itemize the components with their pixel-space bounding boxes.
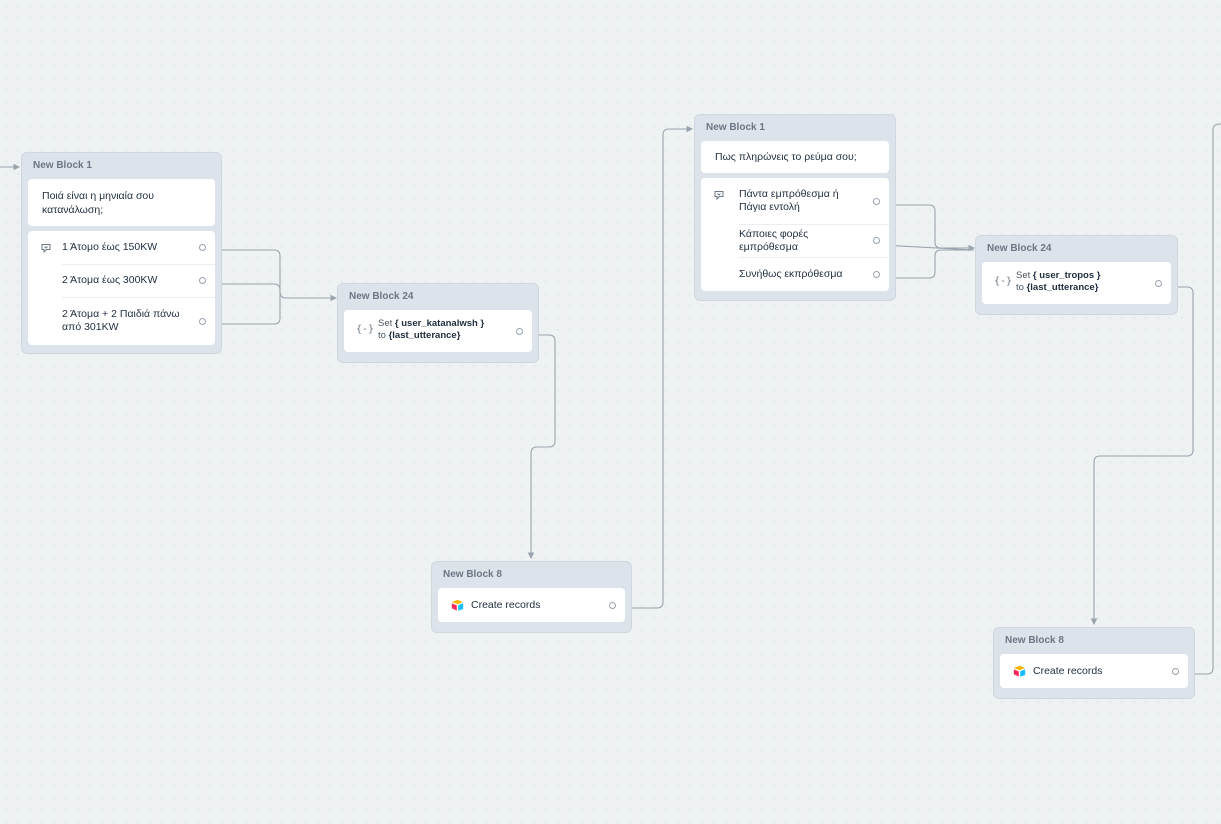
choice-option[interactable]: Κάποιες φορές εμπρόθεσμα [701, 224, 889, 257]
block-title: New Block 24 [987, 243, 1052, 254]
connector-b8a-b1b [617, 125, 694, 609]
choice-label: 2 Άτομα + 2 Παιδιά πάνω από 301KW [62, 308, 180, 333]
choice-label: Πάντα εμπρόθεσμα ή Πάγια εντολή [739, 188, 839, 213]
airtable-icon [1013, 665, 1026, 677]
set-keyword: Set [378, 318, 393, 329]
block-title: New Block 1 [706, 122, 765, 133]
block-title: New Block 24 [349, 291, 414, 302]
connector-b24a-b8a [524, 334, 556, 560]
choice-option[interactable]: 2 Άτομα έως 300KW [28, 264, 215, 297]
choice-port[interactable] [873, 270, 880, 278]
speak-step[interactable]: Πως πληρώνεις το ρεύμα σου; [701, 141, 889, 173]
choice-port[interactable] [199, 244, 206, 251]
choice-port[interactable] [199, 317, 206, 325]
block-title: New Block 1 [33, 160, 92, 171]
choice-port[interactable] [873, 197, 880, 205]
create-records-step[interactable]: Create records [1000, 654, 1188, 688]
choice-step[interactable]: 1 Άτομο έως 150KW 2 Άτομα έως 300KW 2 Άτ… [28, 231, 215, 345]
speak-text: Πως πληρώνεις το ρεύμα σου; [715, 151, 857, 163]
block-title: New Block 8 [1005, 635, 1064, 646]
choice-step[interactable]: Πάντα εμπρόθεσμα ή Πάγια εντολή Κάποιες … [701, 178, 889, 291]
choice-icon [41, 244, 51, 254]
connector-b24b-b8b [1090, 286, 1194, 626]
choice-port[interactable] [873, 237, 880, 244]
create-records-step[interactable]: Create records [438, 588, 625, 622]
choice-option[interactable]: 2 Άτομα + 2 Παιδιά πάνω από 301KW [28, 297, 215, 345]
set-step[interactable]: {-} Set { user_katanalwsh } to {last_utt… [344, 310, 532, 352]
speak-text: Ποιά είναι η μηνιαία σου κατανάλωση; [42, 190, 155, 216]
set-value: {last_utterance} [388, 330, 461, 341]
speak-step[interactable]: Ποιά είναι η μηνιαία σου κατανάλωση; [28, 179, 215, 226]
choice-label: Κάποιες φορές εμπρόθεσμα [739, 227, 809, 253]
set-port[interactable] [516, 327, 523, 335]
set-variable-icon: {-} [356, 324, 375, 335]
choice-option[interactable]: 1 Άτομο έως 150KW [28, 231, 215, 264]
block-new-block-1-payment[interactable]: New Block 1 Πως πληρώνεις το ρεύμα σου; … [694, 114, 896, 301]
set-keyword: Set [1016, 270, 1031, 281]
block-new-block-8-create-a[interactable]: New Block 8 Create records [431, 561, 632, 633]
set-value: {last_utterance} [1026, 282, 1099, 293]
set-port[interactable] [1155, 279, 1162, 287]
connector-b8b-out [1181, 123, 1221, 675]
action-port[interactable] [609, 601, 616, 609]
block-new-block-24-tropos[interactable]: New Block 24 {-} Set { user_tropos } to … [975, 235, 1178, 315]
choice-label: 1 Άτομο έως 150KW [62, 241, 158, 253]
to-keyword: to [1016, 282, 1024, 293]
block-new-block-8-create-b[interactable]: New Block 8 Create records [993, 627, 1195, 699]
airtable-icon [451, 599, 464, 611]
block-new-block-1-consumption[interactable]: New Block 1 Ποιά είναι η μηνιαία σου κατ… [21, 152, 222, 354]
block-new-block-24-katanalwsh[interactable]: New Block 24 {-} Set { user_katanalwsh }… [337, 283, 539, 363]
choice-label: 2 Άτομα έως 300KW [62, 274, 158, 286]
set-variable: { user_katanalwsh } [394, 318, 485, 329]
set-step[interactable]: {-} Set { user_tropos } to {last_utteran… [982, 262, 1171, 304]
block-title: New Block 8 [443, 569, 502, 580]
choice-port[interactable] [199, 277, 206, 284]
choice-option[interactable]: Συνήθως εκπρόθεσμα [701, 257, 889, 291]
action-label: Create records [471, 599, 541, 611]
connector-b1-choice1 [211, 249, 338, 302]
set-variable-icon: {-} [994, 276, 1013, 287]
to-keyword: to [378, 330, 386, 341]
choice-label: Συνήθως εκπρόθεσμα [739, 267, 843, 280]
set-variable: { user_tropos } [1032, 270, 1101, 281]
choice-option[interactable]: Πάντα εμπρόθεσμα ή Πάγια εντολή [701, 178, 889, 224]
choice-icon [714, 191, 724, 201]
action-label: Create records [1033, 665, 1103, 677]
action-port[interactable] [1172, 667, 1179, 675]
